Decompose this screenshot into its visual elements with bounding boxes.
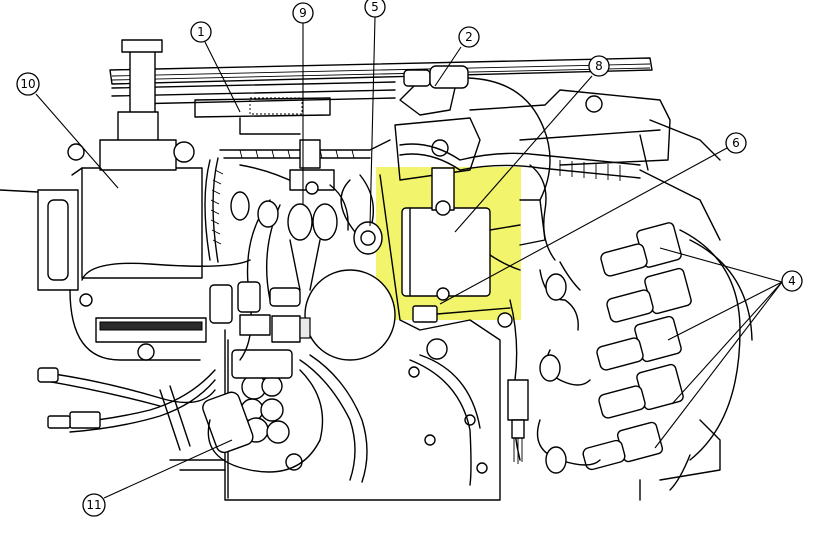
callout-label: 11 [86, 498, 101, 512]
callout-8: 8 [454, 55, 610, 233]
control-module-10 [0, 111, 251, 361]
callout-circle [725, 132, 747, 154]
connectors-9-5 [209, 179, 383, 343]
top-rail [109, 39, 653, 135]
relay-8 [401, 167, 546, 323]
callout-circle [82, 493, 106, 517]
callout-5: 5 [364, 0, 386, 227]
callout-1: 1 [190, 21, 241, 113]
leader-line [439, 147, 728, 305]
callout-6: 6 [439, 132, 747, 305]
callout-label: 9 [299, 6, 307, 20]
callout-label: 10 [20, 77, 35, 91]
leader-line [103, 439, 233, 499]
ignition-coils-11 [202, 349, 324, 473]
injector [596, 315, 682, 371]
callout-circle [588, 55, 610, 77]
callout-9: 9 [292, 2, 314, 204]
callout-label: 1 [197, 25, 205, 39]
callout-10: 10 [16, 72, 119, 189]
callout-label: 5 [371, 0, 379, 14]
callout-circle [16, 72, 40, 96]
callout-circle [292, 2, 314, 24]
callout-circle [458, 26, 480, 48]
callout-2: 2 [434, 26, 480, 87]
injector [606, 267, 692, 323]
leader-line [35, 93, 119, 189]
callout-circle [364, 0, 386, 18]
leader-line [667, 281, 783, 341]
leader-line [204, 41, 241, 113]
callout-circle [781, 270, 803, 292]
leader-line [434, 46, 462, 87]
callout-label: 4 [788, 274, 796, 288]
callout-circle [190, 21, 212, 43]
injector [598, 363, 684, 419]
injector [582, 421, 664, 471]
callout-label: 2 [465, 30, 473, 44]
main-plate [169, 174, 501, 501]
injector [559, 222, 682, 291]
intake-housing [394, 77, 721, 181]
callout-label: 6 [732, 136, 740, 150]
sensor-2 [403, 65, 551, 201]
callout-4: 4 [654, 247, 803, 449]
callout-11: 11 [82, 439, 233, 517]
callout-label: 8 [595, 59, 603, 73]
callouts: 1 2 4 5 6 8 [16, 0, 803, 517]
leader-line [369, 16, 376, 227]
leader-line [659, 247, 783, 283]
leader-line [654, 281, 783, 449]
leader-line [454, 75, 593, 233]
injectors-4 [536, 222, 753, 501]
leader-line [671, 281, 783, 405]
